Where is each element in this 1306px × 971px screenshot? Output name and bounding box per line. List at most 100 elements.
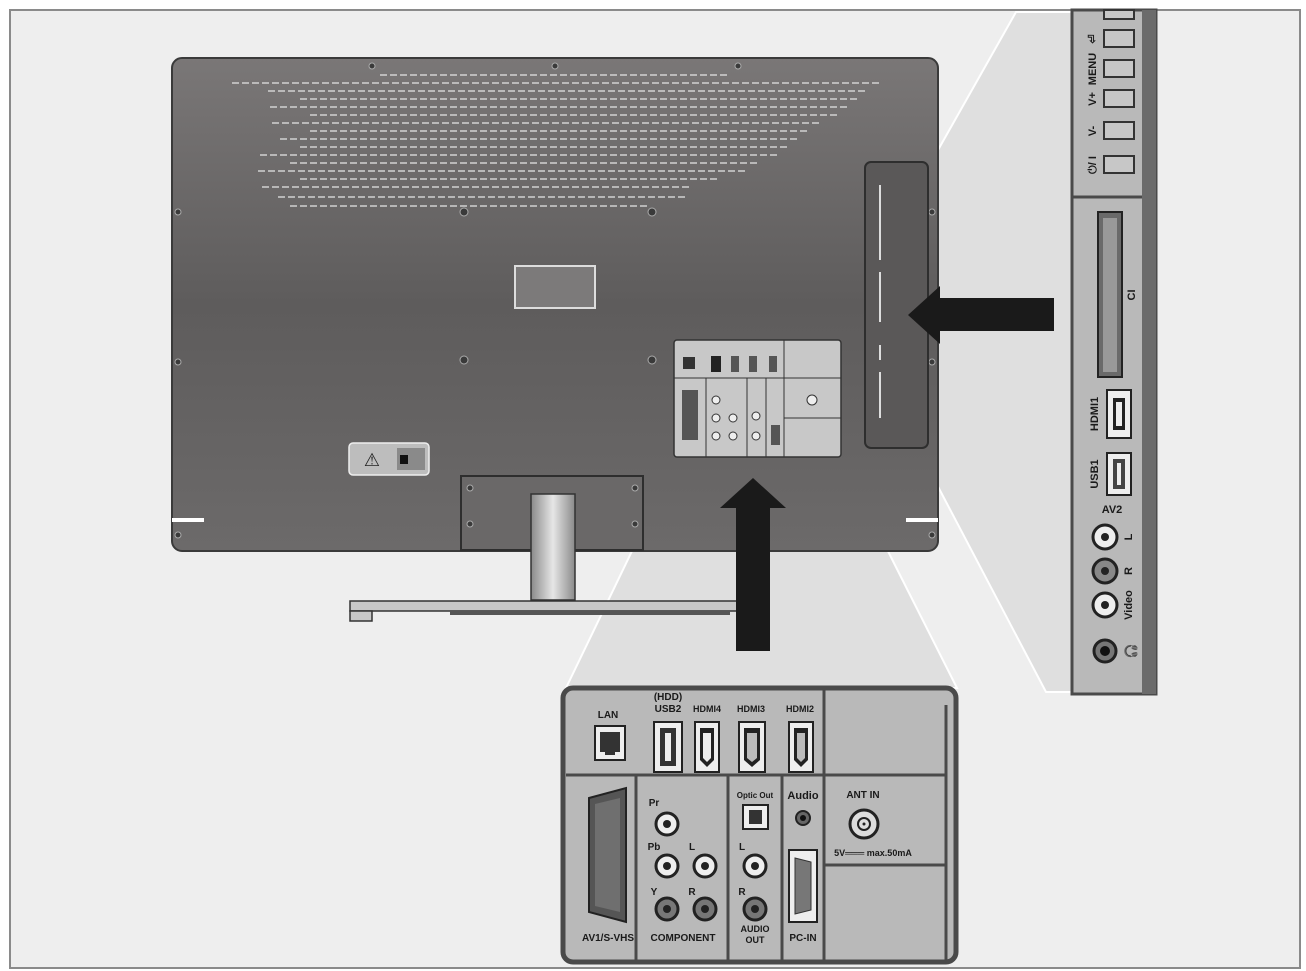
- antenna-port[interactable]: [848, 808, 880, 840]
- vent-slot: [562, 186, 569, 188]
- av2-right-jack[interactable]: [1091, 557, 1119, 585]
- vent-slot: [780, 98, 787, 100]
- vent-slot: [510, 114, 517, 116]
- menu-button[interactable]: [1103, 59, 1135, 78]
- vent-slot: [440, 154, 447, 156]
- vent-slot: [462, 186, 469, 188]
- lan-port[interactable]: [594, 725, 626, 761]
- usb1-port[interactable]: [1106, 452, 1132, 496]
- vent-slot: [468, 196, 475, 198]
- hdmi2-port[interactable]: [788, 721, 814, 773]
- vent-slot: [590, 178, 597, 180]
- vent-slot: [480, 205, 487, 207]
- vent-slot: [638, 90, 645, 92]
- vent-slot: [460, 130, 467, 132]
- vent-slot: [720, 74, 727, 76]
- vent-slot: [760, 146, 767, 148]
- hdmi4-port[interactable]: [694, 721, 720, 773]
- vent-slot: [450, 98, 457, 100]
- vent-slot: [530, 178, 537, 180]
- component-audio-l-jack[interactable]: [692, 853, 718, 879]
- vent-slot: [590, 74, 597, 76]
- vent-slot: [482, 186, 489, 188]
- vent-slot: [500, 154, 507, 156]
- vent-slot: [470, 205, 477, 207]
- vent-slot: [640, 178, 647, 180]
- component-pr-jack[interactable]: [654, 811, 680, 837]
- vent-slot: [580, 98, 587, 100]
- source-label: ⏎: [1087, 34, 1099, 44]
- vent-slot: [730, 114, 737, 116]
- vent-slot: [442, 186, 449, 188]
- hdmi3-port[interactable]: [738, 721, 766, 773]
- vent-slot: [708, 90, 715, 92]
- av2-left-jack[interactable]: [1091, 523, 1119, 551]
- vent-slot: [782, 82, 789, 84]
- vent-slot: [500, 205, 507, 207]
- vent-slot: [378, 90, 385, 92]
- vent-slot: [342, 82, 349, 84]
- vent-slot: [642, 122, 649, 124]
- audio-out-r-jack[interactable]: [742, 896, 768, 922]
- vent-slot: [510, 205, 517, 207]
- power-button[interactable]: [1103, 155, 1135, 174]
- vent-slot: [298, 90, 305, 92]
- vent-slot: [590, 130, 597, 132]
- audio-out-l-jack[interactable]: [742, 853, 768, 879]
- vent-slot: [442, 82, 449, 84]
- vent-slot: [302, 122, 309, 124]
- vent-slot: [418, 196, 425, 198]
- vent-slot: [450, 74, 457, 76]
- component-audio-r-jack[interactable]: [692, 896, 718, 922]
- vent-slot: [280, 154, 287, 156]
- vent-slot: [410, 98, 417, 100]
- optic-out-port[interactable]: [742, 804, 769, 830]
- vent-slot: [520, 162, 527, 164]
- vent-slot: [430, 114, 437, 116]
- audio-label: Audio: [787, 790, 818, 802]
- vent-slot: [390, 114, 397, 116]
- vent-slot: [588, 170, 595, 172]
- vga-port[interactable]: [788, 849, 818, 923]
- usb2-port[interactable]: [653, 721, 683, 773]
- headphone-jack[interactable]: [1092, 638, 1118, 664]
- vent-slot: [692, 82, 699, 84]
- vent-slot: [580, 106, 587, 108]
- vent-slot: [322, 186, 329, 188]
- vent-slot: [450, 154, 457, 156]
- hdmi1-port[interactable]: [1106, 389, 1132, 439]
- vent-slot: [458, 90, 465, 92]
- vent-slot: [660, 146, 667, 148]
- source-button[interactable]: [1103, 29, 1135, 48]
- ci-slot[interactable]: CI: [1097, 211, 1138, 378]
- vent-slot: [508, 170, 515, 172]
- audio-in-jack[interactable]: [795, 810, 811, 826]
- vent-slot: [570, 98, 577, 100]
- vent-slot: [320, 162, 327, 164]
- vent-slot: [360, 154, 367, 156]
- volume-down-button[interactable]: [1103, 121, 1135, 140]
- vent-slot: [630, 154, 637, 156]
- component-pb-jack[interactable]: [654, 853, 680, 879]
- volume-up-button[interactable]: [1103, 89, 1135, 108]
- scart-port[interactable]: [588, 786, 627, 924]
- vent-slot: [620, 138, 627, 140]
- component-y-jack[interactable]: [654, 896, 680, 922]
- vent-slot: [532, 82, 539, 84]
- vent-slot: [322, 122, 329, 124]
- vent-slot: [680, 106, 687, 108]
- av2-video-jack[interactable]: [1091, 591, 1119, 619]
- vent-slot: [700, 74, 707, 76]
- vent-slot: [802, 82, 809, 84]
- vent-slot: [400, 98, 407, 100]
- vent-slot: [580, 178, 587, 180]
- vent-slot: [258, 170, 265, 172]
- vent-slot: [400, 106, 407, 108]
- vent-slot: [340, 162, 347, 164]
- vent-slot: [490, 98, 497, 100]
- vent-slot: [568, 90, 575, 92]
- vent-slot: [800, 130, 807, 132]
- extra-button[interactable]: [1103, 9, 1135, 20]
- vent-slot: [278, 170, 285, 172]
- vent-slot: [518, 196, 525, 198]
